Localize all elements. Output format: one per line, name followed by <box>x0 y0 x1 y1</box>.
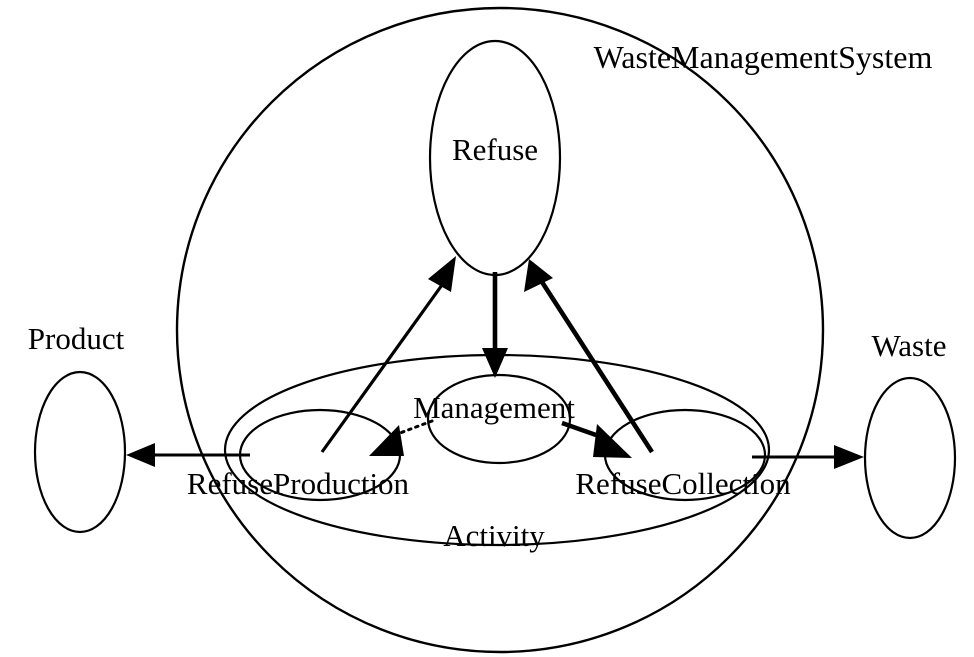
edge-refuse-production-to-product[interactable] <box>126 443 250 467</box>
label-waste-management-system: WasteManagementSystem <box>594 39 933 75</box>
label-waste: Waste <box>872 328 947 363</box>
node-shape-waste[interactable] <box>863 376 957 540</box>
arrowhead-refuse-from-collection <box>524 259 553 292</box>
edge-line-refuse-collection-to-refuse <box>540 280 654 454</box>
label-refuse-production: RefuseProduction <box>187 466 410 501</box>
node-shape-waste-management-system[interactable] <box>175 6 825 654</box>
label-refuse: Refuse <box>452 132 538 167</box>
node-shape-product[interactable] <box>33 370 127 534</box>
arrowhead-product <box>126 443 155 467</box>
label-activity: Activity <box>443 518 545 553</box>
arrowhead-refuse-collection <box>593 424 632 458</box>
edge-refuse-production-to-refuse[interactable] <box>320 256 456 453</box>
arrowhead-management <box>482 348 508 378</box>
node-shape-refuse[interactable] <box>428 39 562 277</box>
label-product: Product <box>28 321 125 356</box>
edge-line-management-to-refuse-collection <box>561 420 597 438</box>
edge-refuse-collection-to-waste[interactable] <box>752 445 864 469</box>
arrowhead-waste <box>834 445 864 469</box>
label-management: Management <box>413 390 575 425</box>
node-shape-management[interactable] <box>426 373 572 465</box>
edge-refuse-to-management[interactable] <box>482 272 508 378</box>
edge-management-to-refuse-production[interactable] <box>369 419 434 456</box>
edge-line-refuse-production-to-refuse <box>320 277 449 453</box>
edge-line-management-to-refuse-production <box>398 419 434 435</box>
arrowhead-refuse-from-production <box>428 256 456 292</box>
edge-refuse-collection-to-refuse[interactable] <box>524 259 654 454</box>
node-shape-activity[interactable] <box>223 353 771 547</box>
arrowhead-refuse-production <box>369 425 404 456</box>
label-refuse-collection: RefuseCollection <box>575 466 791 501</box>
edge-management-to-refuse-collection[interactable] <box>561 420 632 458</box>
